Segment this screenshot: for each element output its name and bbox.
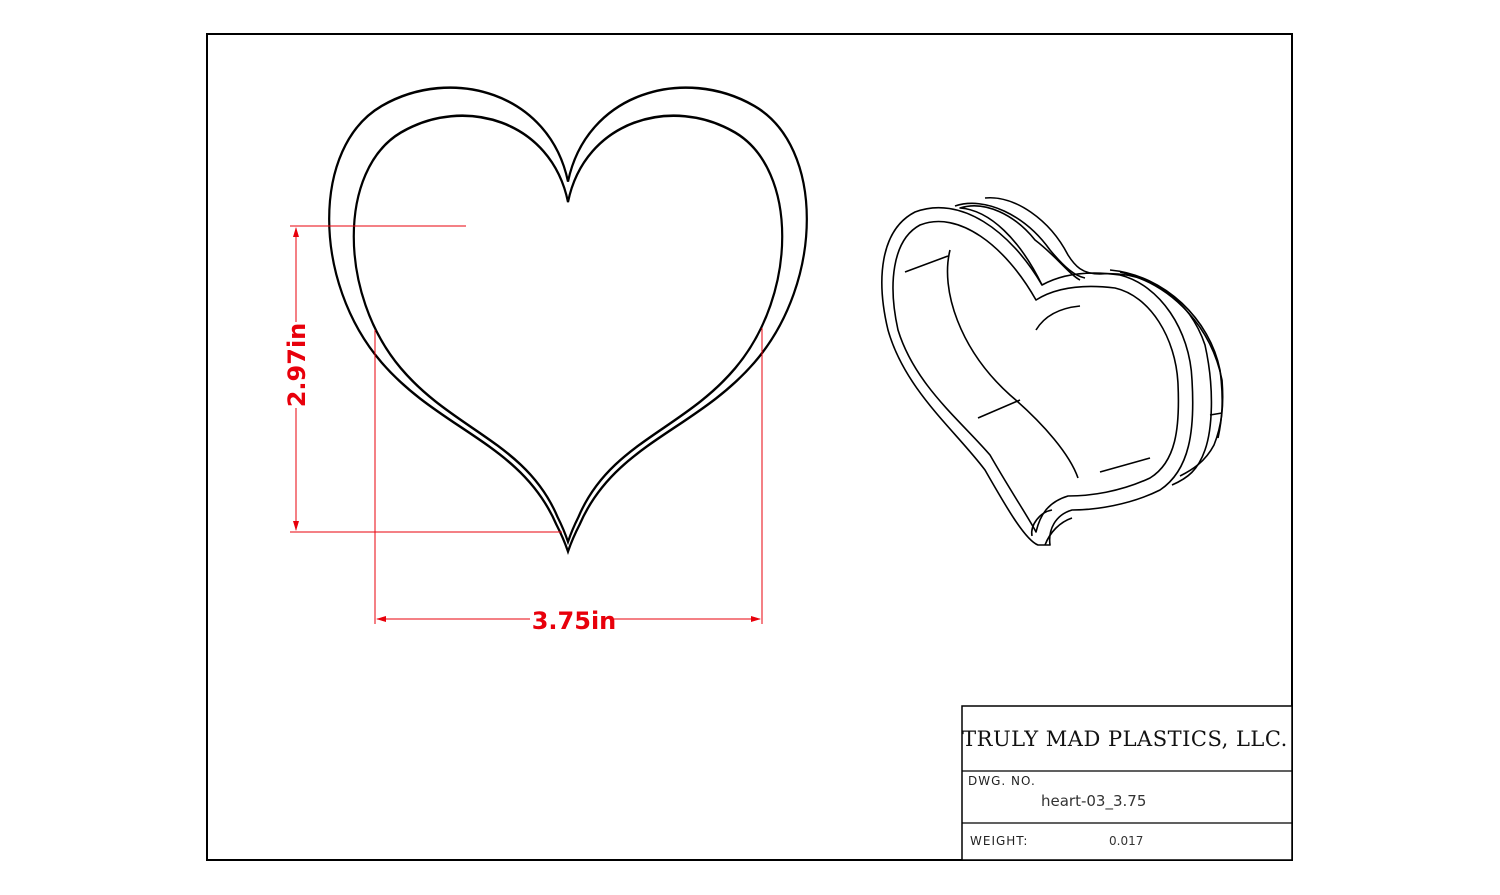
iso-cavity-back-wall xyxy=(946,249,1079,479)
heart-outer-outline xyxy=(329,88,807,552)
iso-cavity-fold xyxy=(1035,305,1081,331)
sheet-border xyxy=(206,33,1293,861)
iso-front-edge-inner xyxy=(892,220,1180,533)
iso-tip-detail xyxy=(1030,509,1073,546)
iso-depth-line-3 xyxy=(1099,457,1151,473)
weight-label: WEIGHT: xyxy=(970,834,1028,848)
iso-back-rim-right-2 xyxy=(1109,269,1223,439)
iso-depth-line-1 xyxy=(904,255,949,273)
iso-back-rim-3 xyxy=(984,197,1101,275)
height-dimension xyxy=(290,225,562,533)
title-block-frame xyxy=(961,705,1293,861)
iso-depth-line-4 xyxy=(1209,412,1223,416)
width-dimension-label: 3.75in xyxy=(532,607,617,635)
iso-back-rim-1 xyxy=(959,205,1081,286)
dwg-no-label: DWG. NO. xyxy=(968,774,1036,788)
height-dimension-label: 2.97in xyxy=(283,323,311,408)
iso-back-rim-2 xyxy=(954,202,1086,279)
iso-front-edge-outer xyxy=(881,207,1194,546)
dwg-no-value: heart-03_3.75 xyxy=(1041,792,1146,811)
title-block: TRULY MAD PLASTICS, LLC. DWG. NO. heart-… xyxy=(961,705,1293,861)
iso-back-rim-right-1 xyxy=(1099,272,1213,486)
width-dimension xyxy=(374,328,763,624)
heart-front-view xyxy=(329,88,807,552)
iso-depth-line-2 xyxy=(977,399,1021,419)
iso-back-rim-right-3 xyxy=(1119,271,1224,477)
weight-value: 0.017 xyxy=(1109,834,1143,848)
heart-isometric-view xyxy=(881,197,1224,546)
company-name: TRULY MAD PLASTICS, LLC. xyxy=(962,727,1288,751)
